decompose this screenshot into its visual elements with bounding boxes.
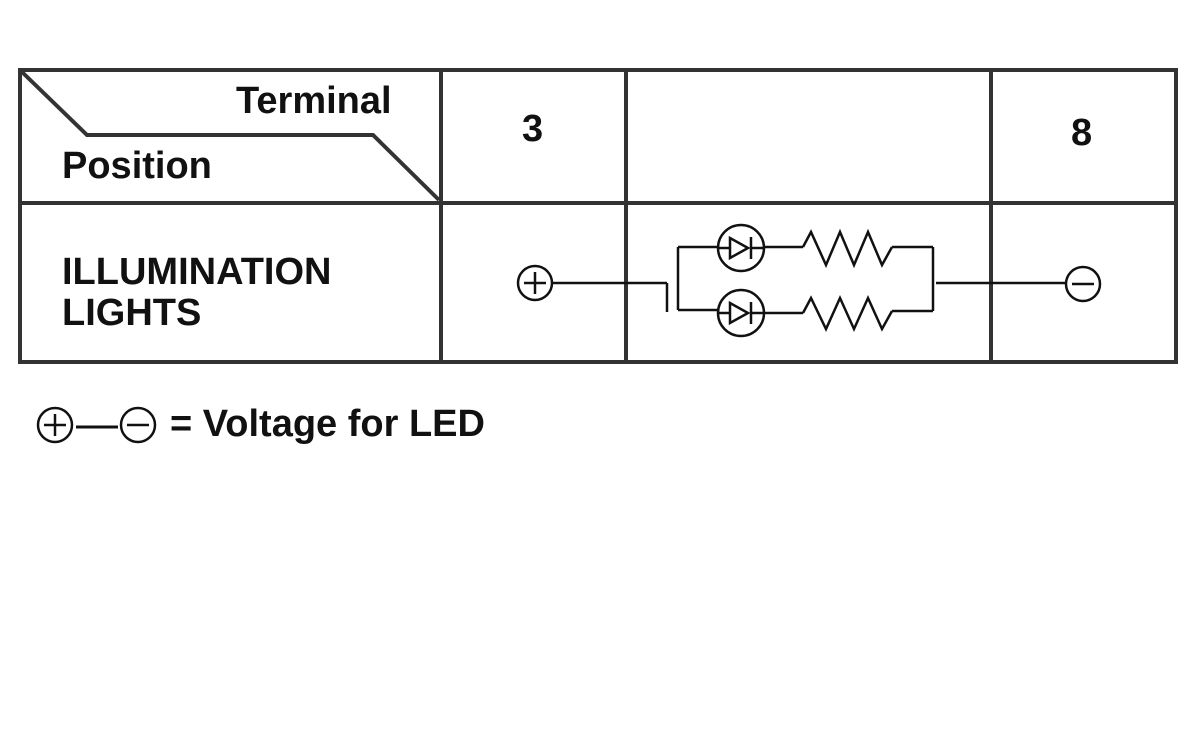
table-border xyxy=(18,68,1178,364)
header-position-label: Position xyxy=(62,145,212,187)
legend-text: = Voltage for LED xyxy=(170,403,485,445)
row-position-line-2: LIGHTS xyxy=(62,292,202,334)
circuit-wires xyxy=(552,228,1066,333)
terminal-3-header: 3 xyxy=(522,108,544,150)
legend-positive-icon xyxy=(36,406,74,444)
header-diagonal xyxy=(20,70,441,202)
led-bottom-icon xyxy=(716,288,766,338)
header-terminal-label: Terminal xyxy=(236,80,392,122)
row-position-line-1: ILLUMINATION xyxy=(62,251,332,293)
positive-terminal-icon xyxy=(516,264,554,302)
led-top-icon xyxy=(716,223,766,273)
row-position-label: ILLUMINATION LIGHTS xyxy=(62,252,331,334)
terminal-8-header: 8 xyxy=(1071,112,1093,154)
legend-negative-icon xyxy=(119,406,157,444)
negative-terminal-icon xyxy=(1064,265,1102,303)
legend-symbols xyxy=(36,406,157,444)
